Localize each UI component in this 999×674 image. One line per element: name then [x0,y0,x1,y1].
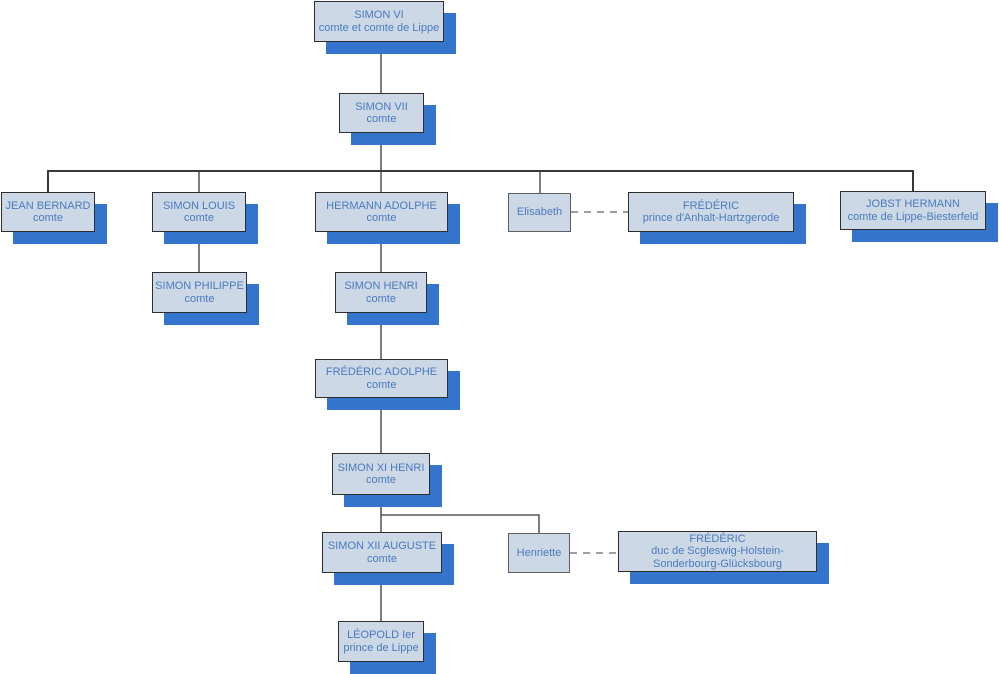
person-title: comte [366,113,397,125]
person-name: Elisabeth [516,206,563,219]
node-simon-vi: SIMON VI comte et comte de Lippe [314,1,444,42]
person-title: comte [184,292,215,305]
node-simon-xii-auguste: SIMON XII AUGUSTE comte [322,532,442,573]
person-title: comte [366,474,396,486]
node-simon-philippe: SIMON PHILIPPE comte [152,272,247,313]
node-jean-bernard: JEAN BERNARD comte [1,192,95,232]
person-title: duc de Scgleswig-Holstein-Sonderbourg-Gl… [651,545,784,570]
node-simon-louis: SIMON LOUIS comte [152,192,246,232]
person-title: comte [366,212,397,224]
node-jobst-hermann: JOBST HERMANN comte de Lippe-Biesterfeld [840,191,986,230]
person-name: SIMON HENRI [344,280,418,292]
person-title: prince de Lippe [343,641,419,654]
person-name: SIMON XI HENRI [337,461,425,474]
node-leopold: LÉOPOLD Ier prince de Lippe [338,621,424,662]
person-title: comte [366,378,397,391]
connector-simonxi-henriette [381,514,540,533]
person-title: comte [367,552,397,565]
person-title: prince d'Anhalt-Hartzgerode [642,212,780,224]
node-simon-henri: SIMON HENRI comte [335,272,427,313]
person-name: LÉOPOLD Ier [347,629,415,641]
node-frederic-duc: FRÉDÉRIC duc de Scgleswig-Holstein-Sonde… [618,531,817,572]
node-simon-vii: SIMON VII comte [339,93,424,133]
person-name: Henriette [516,546,562,559]
person-name: SIMON PHILIPPE [155,280,244,292]
person-name: SIMON VII [355,100,408,113]
node-simon-xi-henri: SIMON XI HENRI comte [332,453,430,495]
connector-sibling-bus [47,170,914,192]
person-title: comte [184,212,214,224]
person-name: FRÉDÉRIC [682,199,740,212]
person-title: comte et comte de Lippe [318,21,440,34]
person-title: comte [33,212,63,224]
node-frederic-anhalt: FRÉDÉRIC prince d'Anhalt-Hartzgerode [628,192,794,232]
person-name: JOBST HERMANN [866,198,960,210]
person-title: comte [366,292,396,305]
node-henriette: Henriette [508,533,570,573]
person-name: HERMANN ADOLPHE [326,199,437,212]
person-name: FRÉDÉRIC ADOLPHE [325,366,438,378]
person-title: comte de Lippe-Biesterfeld [847,210,979,223]
node-frederic-adolphe: FRÉDÉRIC ADOLPHE comte [315,359,448,398]
person-name: SIMON VI [354,9,404,21]
person-name: FRÉDÉRIC [689,532,746,545]
node-hermann-adolphe: HERMANN ADOLPHE comte [315,192,448,232]
person-name: SIMON LOUIS [162,199,236,212]
person-name: SIMON XII AUGUSTE [327,540,437,552]
person-name: JEAN BERNARD [5,199,91,212]
node-elisabeth: Elisabeth [508,193,571,232]
